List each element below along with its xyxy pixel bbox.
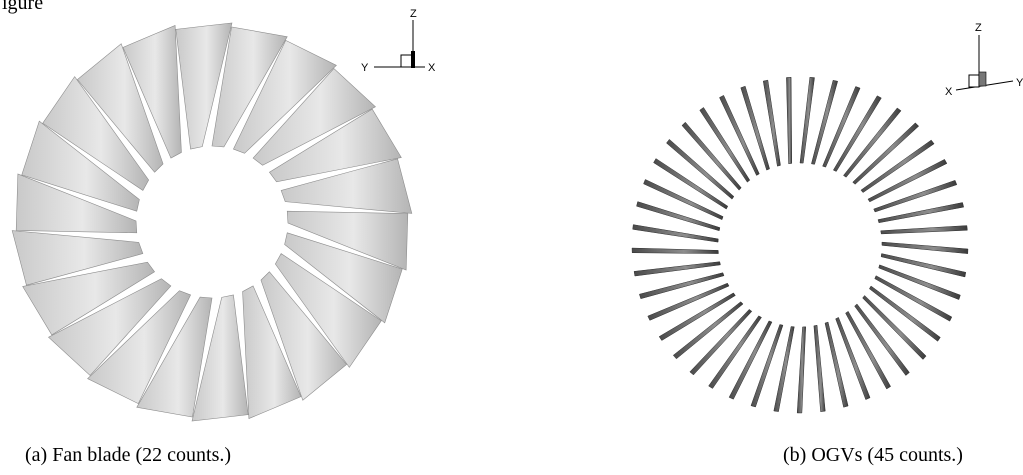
ogv-vane <box>880 225 968 235</box>
ogv-vane <box>762 79 781 167</box>
ogv-vane <box>740 85 770 171</box>
ogv-vane <box>647 282 730 321</box>
ogv-vane <box>633 261 721 277</box>
ogv-vane <box>636 201 721 232</box>
triad-a-up-label: Z <box>410 8 417 20</box>
fan-blade <box>22 261 155 336</box>
triad-a-left-label: Y <box>361 62 369 74</box>
ogv-vane <box>631 247 719 254</box>
ogv-vane <box>880 253 967 278</box>
fan-blade <box>136 296 213 418</box>
ogv-vane <box>750 324 784 408</box>
fan-blade <box>242 285 302 420</box>
ogv-caption: (b) OGVs (45 counts.) <box>783 444 963 466</box>
fan-blade <box>269 108 402 183</box>
fan-blade <box>260 271 348 401</box>
fan-blade <box>191 294 249 422</box>
ogv-vane <box>852 122 920 185</box>
ogv-vane <box>728 320 773 400</box>
ogv-vane <box>878 264 961 300</box>
fan-blade-caption: (a) Fan blade (22 counts.) <box>25 444 232 466</box>
fan-blade <box>280 158 413 214</box>
ogv-vane <box>708 315 762 389</box>
fan-blade <box>286 210 409 271</box>
fan-blade-ring <box>11 22 413 422</box>
fan-blade <box>11 230 144 286</box>
ogv-vane <box>653 158 729 210</box>
ogv-vane <box>786 76 793 165</box>
triad-b-right-label: Y <box>1016 77 1023 89</box>
ogv-vane <box>832 95 882 172</box>
ogv-vane <box>658 292 736 341</box>
ogv-panel: Z X Y (b) OGVs (45 counts.) <box>560 0 1023 475</box>
ogv-vane <box>877 202 964 224</box>
triad-a-right-label: X <box>428 62 436 74</box>
ogv-vane <box>811 79 838 165</box>
ogv-vane <box>854 303 910 376</box>
ogv-vane <box>796 326 806 414</box>
ogv-vane <box>813 324 826 413</box>
ogv-vane <box>632 224 719 243</box>
axis-triad-a: Z Y X <box>361 8 436 74</box>
fan-blade <box>252 68 376 166</box>
fan-blade <box>15 173 138 234</box>
ogv-figure: Z X Y <box>631 22 1023 414</box>
ogv-vane <box>822 86 861 168</box>
ogv-vane <box>643 179 724 221</box>
ogv-vane <box>672 301 744 360</box>
fan-blade <box>21 120 140 212</box>
figure-label-fragment: igure <box>2 0 44 14</box>
ogv-vane <box>869 285 941 342</box>
axis-triad-b: Z X Y <box>945 22 1023 98</box>
fan-blade <box>48 278 172 376</box>
ogv-vane <box>799 77 815 164</box>
ogv-vane <box>681 121 742 191</box>
fan-blade <box>42 76 150 191</box>
fan-blade <box>122 24 182 159</box>
ogv-vane <box>867 159 948 203</box>
fan-blade <box>211 26 288 148</box>
ogv-vane <box>699 107 751 183</box>
ogv-vane <box>874 275 953 322</box>
ogv-vane <box>666 139 735 200</box>
triad-b-left-label: X <box>945 86 953 98</box>
fan-blade <box>233 39 337 154</box>
fan-blade <box>87 290 191 405</box>
ogv-vane <box>843 107 902 178</box>
ogv-vane <box>862 295 927 360</box>
triad-b-up-label: Z <box>975 22 982 34</box>
ogv-vane <box>773 326 795 412</box>
ogv-vane <box>845 310 891 390</box>
fan-blade <box>284 232 403 324</box>
fan-blade-figure: Z Y X <box>11 8 436 422</box>
fan-blade <box>76 43 164 173</box>
ogv-vane <box>719 95 760 176</box>
ogv-vane <box>689 309 753 376</box>
fan-blade <box>175 22 233 150</box>
ogv-vane <box>835 317 871 400</box>
ogv-vane <box>881 241 969 254</box>
ogv-vane <box>873 180 958 213</box>
ogv-vane <box>824 321 849 408</box>
ogv-vane <box>860 139 935 193</box>
ogv-ring <box>631 76 969 414</box>
fan-blade <box>274 253 382 368</box>
ogv-vane <box>639 272 725 300</box>
fan-blade-panel: Z Y X (a) Fan blade (22 counts.) <box>0 0 460 475</box>
